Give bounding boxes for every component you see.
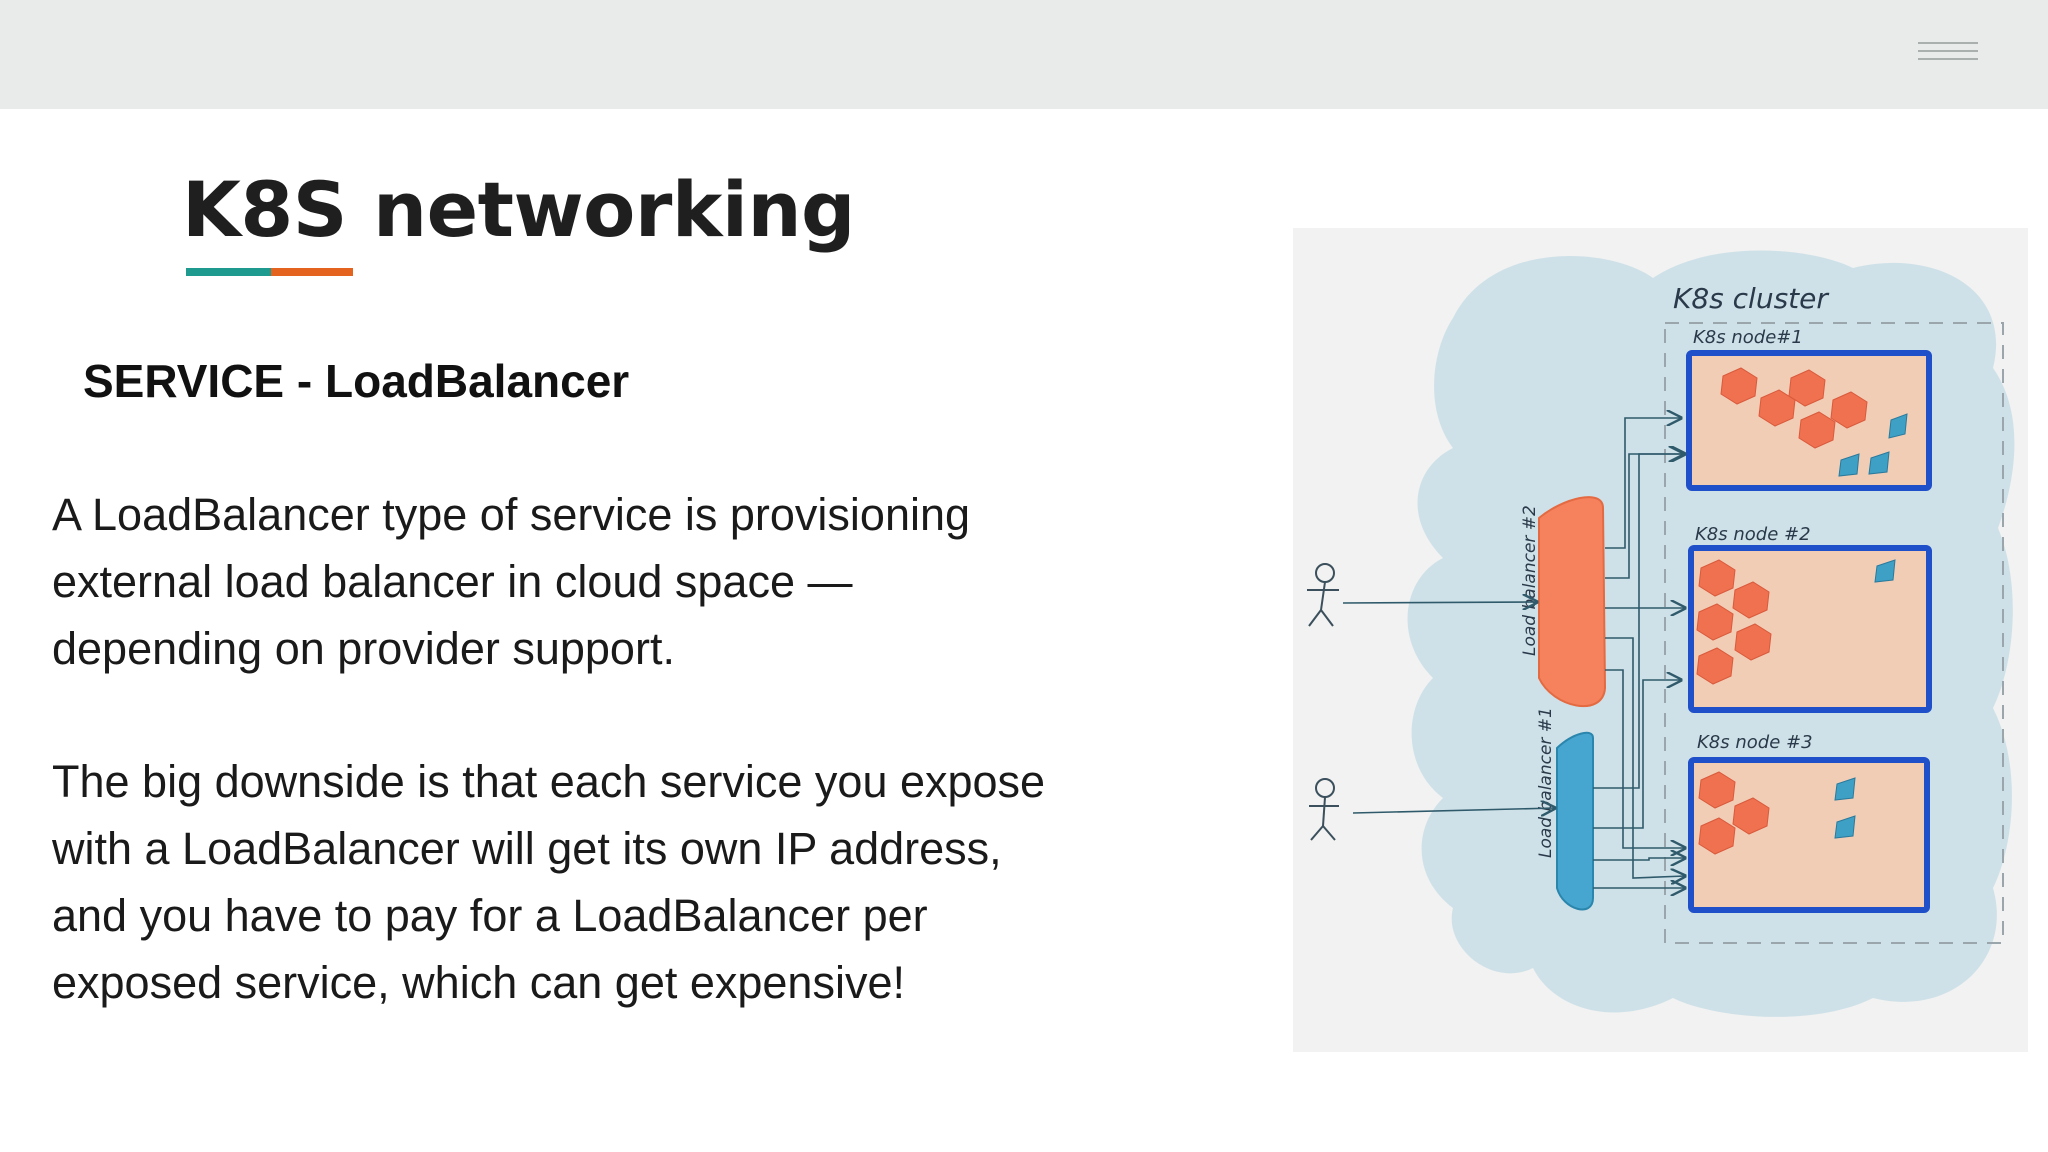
paragraph-line: A LoadBalancer type of service is provis… — [52, 489, 971, 540]
node-label: K8s node#1 — [1693, 327, 1803, 348]
paragraph-line: and you have to pay for a LoadBalancer p… — [52, 890, 928, 941]
cluster-border — [1664, 322, 2004, 944]
pod-icon — [1732, 797, 1770, 835]
paragraph-line: external load balancer in cloud space — — [52, 556, 853, 607]
pod-icon — [1698, 559, 1736, 597]
slide-subtitle: SERVICE - LoadBalancer — [83, 355, 630, 407]
pod-icon — [1758, 389, 1796, 427]
pod-icon — [1734, 623, 1772, 661]
pod-icon — [1838, 453, 1860, 477]
pod-icon — [1698, 817, 1736, 855]
pod-icon — [1720, 367, 1758, 405]
user-figure-2 — [1309, 778, 1339, 841]
load-balancer-1: Load balancer #1 — [1536, 707, 1594, 911]
paragraph-line: The big downside is that each service yo… — [52, 756, 1046, 807]
lb-label: Load balancer #1 — [1536, 707, 1556, 858]
pod-icon — [1696, 603, 1734, 641]
underline-teal-segment — [186, 268, 271, 276]
pod-icon — [1874, 559, 1896, 583]
node-label: K8s node #3 — [1697, 732, 1813, 753]
pod-icon — [1830, 391, 1868, 429]
paragraph-line: exposed service, which can get expensive… — [52, 957, 905, 1008]
k8s-node-1: K8s node#1 — [1686, 327, 1932, 491]
paragraph-line: depending on provider support. — [52, 623, 675, 674]
hamburger-menu-icon[interactable] — [1918, 42, 1978, 72]
pod-icon — [1798, 411, 1836, 449]
loadbalancer-diagram: K8s cluster K8s node#1 K8s node #2 — [1293, 228, 2028, 1052]
pod-icon — [1732, 581, 1770, 619]
pod-icon — [1868, 451, 1890, 475]
pod-icon — [1788, 369, 1826, 407]
slide-title: K8S networking — [182, 165, 855, 254]
pod-icon — [1888, 413, 1908, 439]
load-balancer-2: Load balancer #2 — [1520, 496, 1607, 707]
user-figure-1 — [1307, 563, 1339, 627]
top-bar — [0, 0, 2048, 109]
pod-icon — [1834, 815, 1856, 839]
cluster-label: K8s cluster — [1673, 282, 1829, 315]
underline-orange-segment — [271, 268, 353, 276]
traffic-arrows — [1342, 418, 1685, 888]
lb-label: Load balancer #2 — [1520, 505, 1540, 656]
title-underline — [186, 268, 353, 276]
pod-icon — [1696, 647, 1734, 685]
k8s-node-2: K8s node #2 — [1688, 524, 1932, 713]
node-label: K8s node #2 — [1695, 524, 1811, 545]
paragraph-provisioning: A LoadBalancer type of service is provis… — [52, 481, 1112, 682]
paragraph-downside: The big downside is that each service yo… — [52, 748, 1112, 1016]
pod-icon — [1698, 771, 1736, 809]
k8s-node-3: K8s node #3 — [1688, 732, 1930, 913]
paragraph-line: with a LoadBalancer will get its own IP … — [52, 823, 1002, 874]
pod-icon — [1834, 777, 1856, 801]
